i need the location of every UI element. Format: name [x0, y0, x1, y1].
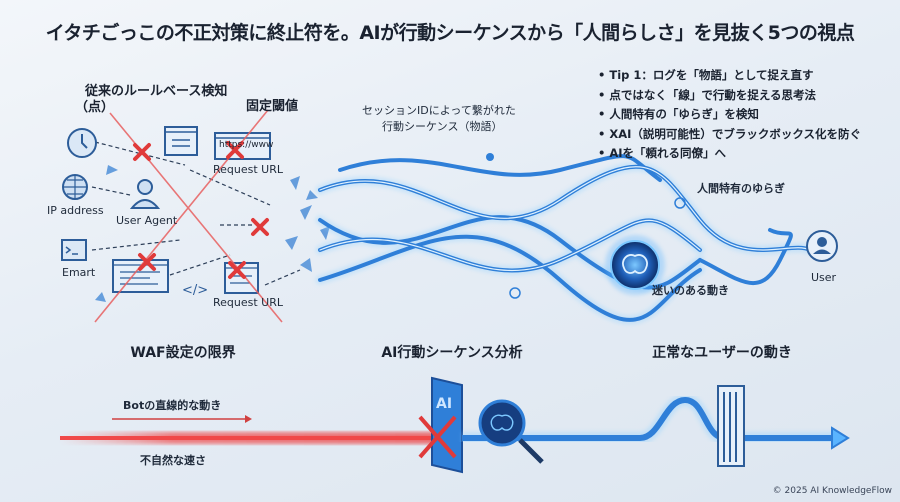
- ai-analysis-label: AI行動シーケンス分析: [381, 345, 523, 361]
- user-blue-path: [462, 396, 835, 441]
- user-agent-label: User Agent: [116, 214, 178, 227]
- window-icon: [112, 259, 169, 293]
- tips-list: Tip 1：ログを「物語」として捉え直す 点ではなく「線」で行動を捉える思考法 …: [598, 66, 861, 164]
- tip-item: Tip 1：ログを「物語」として捉え直す: [598, 66, 861, 86]
- request-url-label-2: Request URL: [213, 296, 284, 309]
- tip-item: 人間特有の「ゆらぎ」を検知: [598, 105, 861, 125]
- bot-red-line: [60, 436, 435, 440]
- request-url-label: Request URL: [213, 163, 284, 176]
- door-gate-icon: [717, 385, 745, 467]
- copyright: © 2025 AI KnowledgeFlow: [772, 486, 892, 496]
- threshold-label: 固定閾値: [246, 99, 299, 114]
- tip-item: XAI（説明可能性）でブラックボックス化を防ぐ: [598, 125, 861, 145]
- bot-arrow: [112, 415, 252, 423]
- x-marks: [133, 141, 269, 279]
- hesitation-label: 迷いのある動き: [652, 284, 729, 297]
- user-label: User: [811, 271, 837, 284]
- sequence-caption-1: セッションIDによって繋がれた: [362, 104, 516, 117]
- url-window-icon: [214, 132, 271, 160]
- url-text: https://www: [219, 140, 274, 150]
- code-icon: </>: [182, 283, 209, 298]
- ip-address-label: IP address: [47, 204, 104, 217]
- behavior-sequence-streams: [315, 154, 815, 325]
- globe-icon: [62, 174, 88, 200]
- tip-item: AIを「頼れる同僚」へ: [598, 144, 861, 164]
- connection-lines: [91, 141, 301, 286]
- normal-user-label: 正常なユーザーの動き: [652, 345, 792, 361]
- sequence-caption-2: 行動シーケンス（物語）: [382, 120, 503, 133]
- waf-limit-label: WAF設定の限界: [130, 345, 236, 361]
- unnatural-speed-label: 不自然な速さ: [140, 454, 206, 467]
- fluctuation-label: 人間特有のゆらぎ: [697, 182, 785, 195]
- rule-based-subheading: （点）: [75, 100, 115, 115]
- emart-label: Emart: [62, 266, 96, 279]
- terminal-icon: [61, 239, 87, 261]
- red-x-icon: [418, 415, 457, 459]
- bot-motion-label: Botの直線的な動き: [123, 399, 222, 412]
- tip-item: 点ではなく「線」で行動を捉える思考法: [598, 86, 861, 106]
- user-icon: [806, 230, 838, 262]
- path-arrowhead: [831, 426, 850, 450]
- clock-icon: [67, 128, 97, 158]
- list-window-icon: [164, 126, 198, 156]
- magnifier-brain-icon: [478, 399, 544, 464]
- brain-icon: [605, 235, 665, 295]
- rule-based-heading: 従来のルールベース検知: [85, 84, 228, 99]
- user-agent-icon: [129, 179, 161, 209]
- ai-panel-text: AI: [436, 396, 453, 412]
- page-title: イタチごっこの不正対策に終止符を。AIが行動シーケンスから「人間らしさ」を見抜く…: [45, 22, 855, 44]
